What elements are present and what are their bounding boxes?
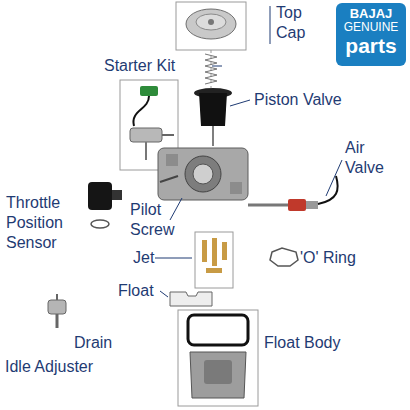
part-label: Piston Valve	[254, 90, 374, 110]
part-label: Pilot Screw	[130, 200, 186, 240]
logo-text: GENUINE	[344, 21, 399, 34]
float-figure	[170, 292, 212, 306]
air-valve-figure	[248, 176, 338, 211]
carburettor-body	[158, 148, 248, 200]
part-label: 'O' Ring	[300, 248, 380, 268]
part-label: Throttle Position Sensor	[6, 193, 84, 253]
part-label: Starter Kit	[104, 56, 214, 76]
starter-kit-figure	[120, 80, 178, 170]
part-label: Drain	[74, 333, 134, 353]
throttle-sensor-figure	[88, 182, 122, 228]
part-label: Jet	[133, 248, 173, 268]
piston-valve-figure	[194, 88, 232, 146]
drain-figure	[48, 294, 66, 328]
logo-text: parts	[345, 34, 396, 57]
top-cap-figure	[176, 2, 246, 50]
part-label: Float Body	[264, 333, 384, 353]
jet-figure	[195, 232, 233, 288]
part-label: Idle Adjuster	[5, 357, 125, 377]
spring-figure	[205, 50, 217, 88]
brand-logo: BAJAJGENUINEparts	[336, 3, 406, 66]
logo-text: BAJAJ	[350, 7, 393, 21]
part-label: Float	[118, 281, 178, 301]
float-body-figure	[178, 310, 258, 406]
part-label: Air Valve	[345, 138, 397, 178]
o-ring-figure	[270, 248, 298, 266]
part-label: Top Cap	[276, 3, 316, 43]
